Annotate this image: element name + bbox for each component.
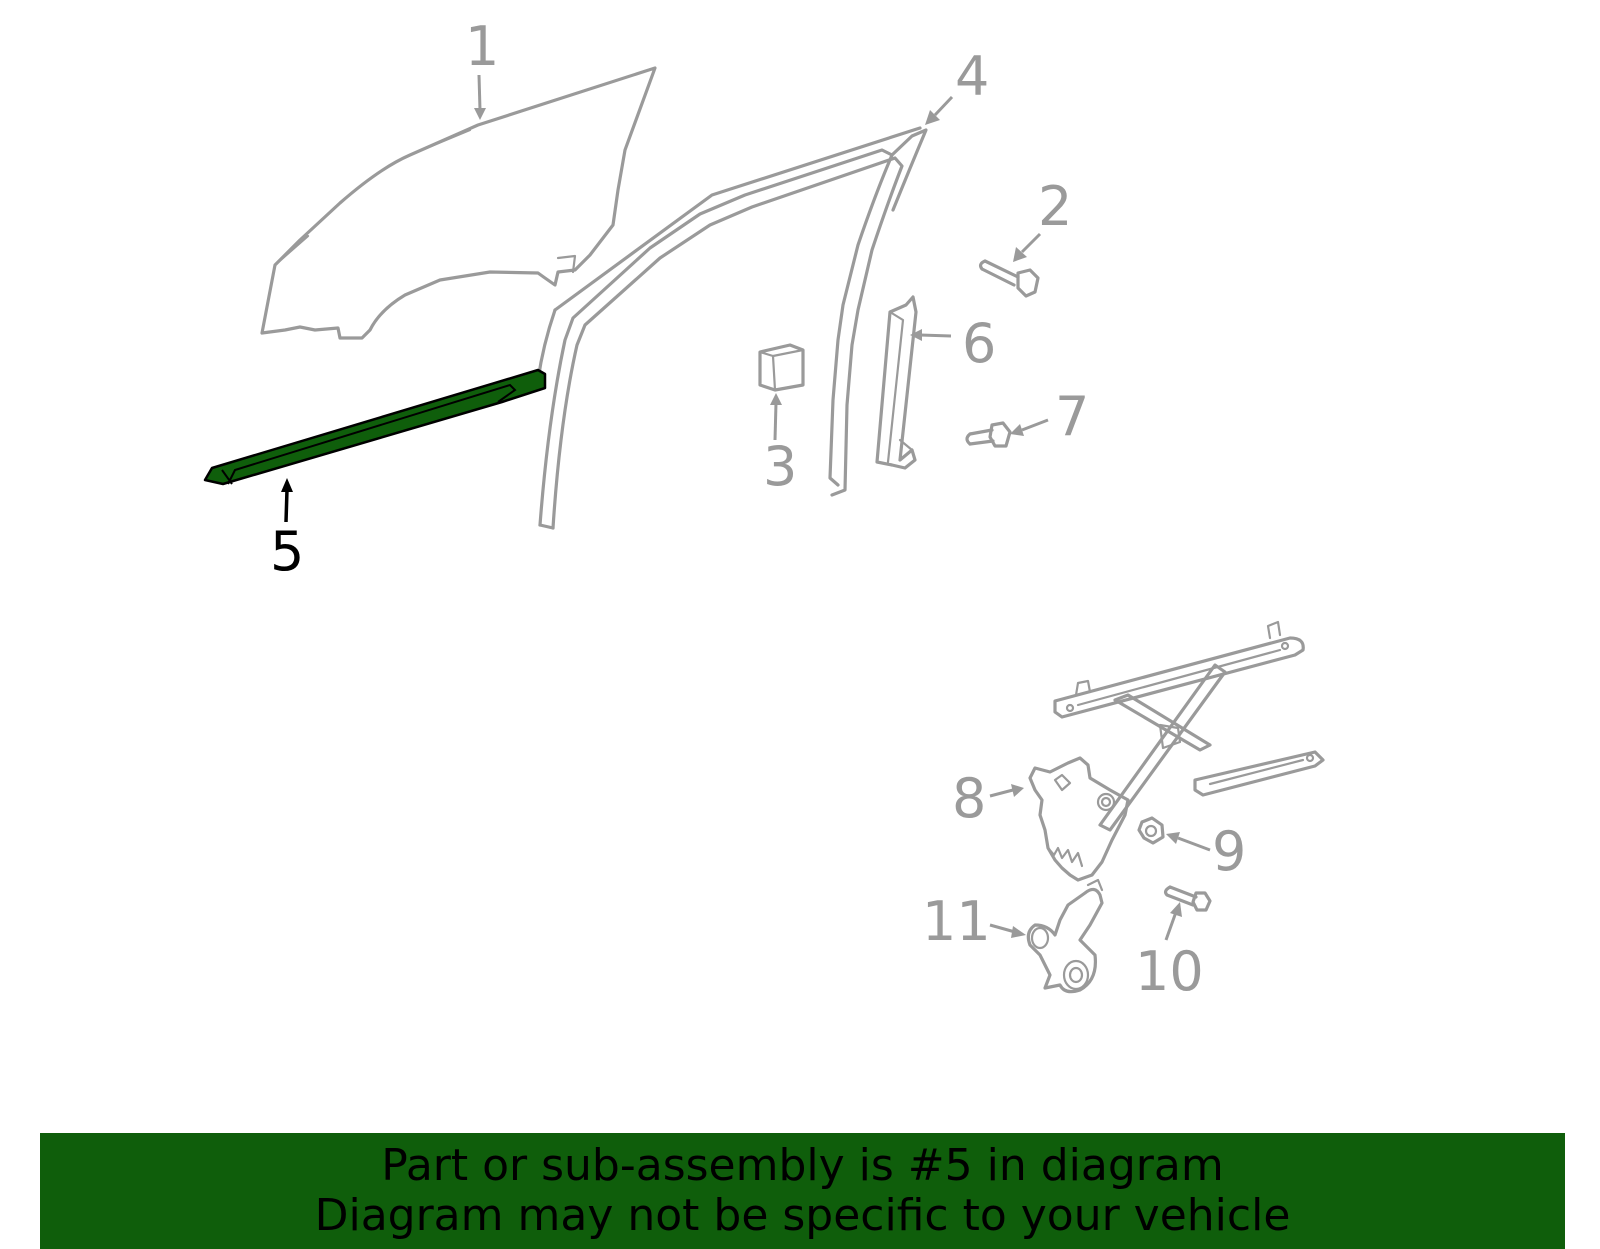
callout-9: 9 [1212,820,1246,883]
callout-5: 5 [270,520,304,583]
banner-line-1: Part or sub-assembly is #5 in diagram [381,1140,1224,1191]
part-5-belt-molding[interactable] [203,368,547,486]
callout-4: 4 [955,45,989,108]
part-4-run-channel[interactable] [536,126,928,530]
callout-8: 8 [952,767,986,830]
callout-3: 3 [763,435,797,498]
callout-leaders [474,74,1211,941]
callout-10: 10 [1135,940,1204,1003]
part-6-rear-channel[interactable] [875,295,918,470]
callout-7: 7 [1055,385,1089,448]
part-regulator-assembly[interactable] [1026,620,1325,994]
callout-6: 6 [962,312,996,375]
callout-leader-5 [281,478,293,523]
info-banner: Part or sub-assembly is #5 in diagram Di… [40,1133,1565,1249]
part-3-pad[interactable] [758,343,805,392]
part-7-screw[interactable] [965,421,1012,448]
banner-line-2: Diagram may not be specific to your vehi… [314,1190,1291,1241]
callout-11: 11 [922,890,991,953]
part-2-bolt[interactable] [978,259,1040,298]
part-1-door-glass[interactable] [260,66,657,340]
callout-1: 1 [465,15,499,78]
callout-2: 2 [1038,175,1072,238]
